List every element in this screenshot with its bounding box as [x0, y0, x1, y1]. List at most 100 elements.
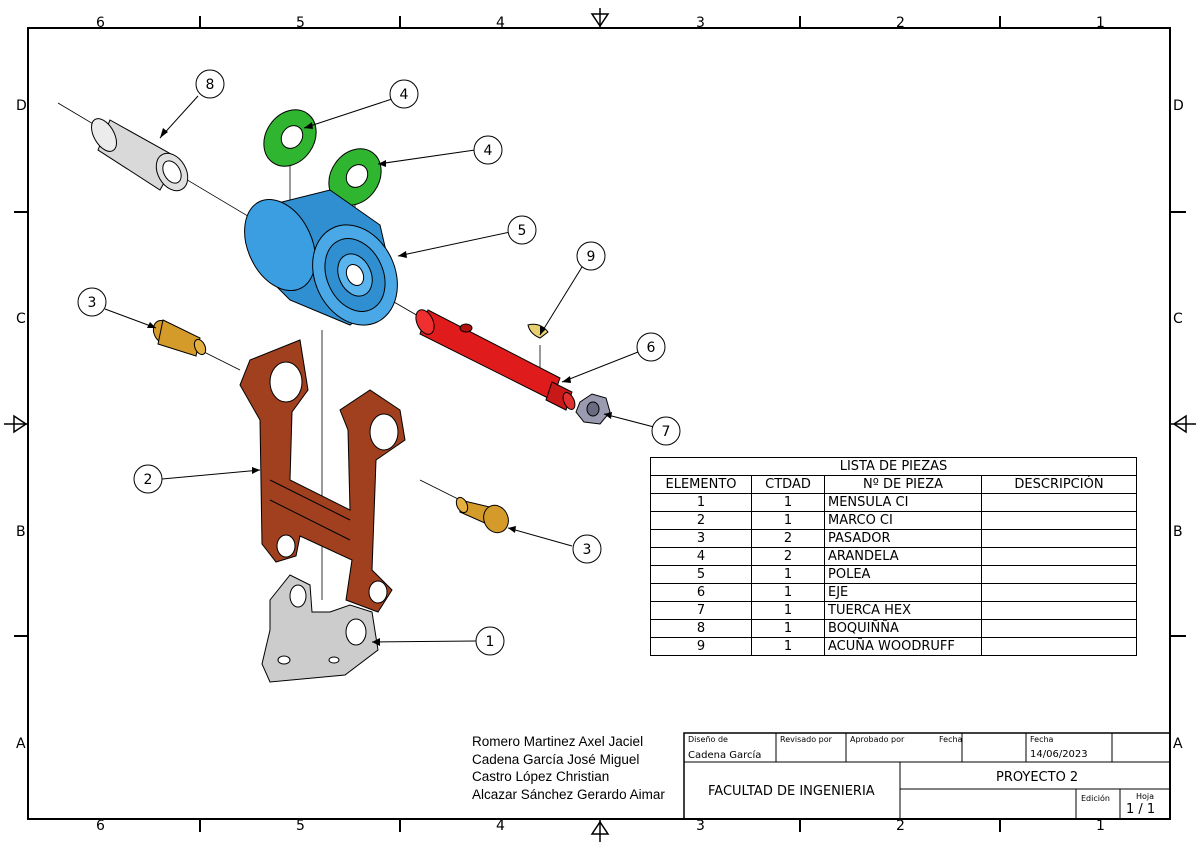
- balloon-number: 7: [662, 424, 671, 440]
- leader-arrowheads: [147, 122, 612, 646]
- designed-by-label: Diseño de: [688, 735, 728, 744]
- zone-label-bottom-4: 4: [496, 818, 505, 834]
- parts-list-title: LISTA DE PIEZAS: [650, 457, 1137, 476]
- zone-ticks: [14, 16, 1186, 832]
- pin-part-3-a: [152, 319, 207, 357]
- organization-name: FACULTAD DE INGENIERIA: [708, 784, 875, 799]
- designed-by-value: Cadena García: [688, 750, 762, 761]
- item-balloon: 4: [473, 135, 503, 165]
- row-item: 6: [650, 583, 752, 602]
- date-label-1: Fecha: [939, 735, 963, 744]
- zone-label-right-d: D: [1173, 98, 1184, 114]
- zone-label-bottom-5: 5: [296, 818, 305, 834]
- zone-label-top-2: 2: [896, 15, 905, 31]
- row-item: 1: [650, 493, 752, 512]
- balloon-number: 3: [88, 295, 97, 311]
- approved-by-label: Aprobado por: [850, 735, 905, 744]
- row-description: [981, 547, 1137, 566]
- row-item: 9: [650, 637, 752, 656]
- row-qty: 2: [751, 529, 825, 548]
- header-description: DESCRIPCIÓN: [981, 475, 1137, 494]
- balloon-number: 2: [144, 472, 153, 488]
- row-item: 7: [650, 601, 752, 620]
- item-balloon: 1: [475, 626, 505, 656]
- row-part: POLEA: [824, 565, 982, 584]
- row-part: ARANDELA: [824, 547, 982, 566]
- row-description: [981, 529, 1137, 548]
- header-qty: CTDAD: [751, 475, 825, 494]
- row-qty: 1: [751, 619, 825, 638]
- item-balloon: 5: [507, 215, 537, 245]
- header-item: ELEMENTO: [650, 475, 752, 494]
- washer-part-4-a: [263, 109, 317, 167]
- leader-lines: [104, 95, 655, 643]
- header-part: Nº DE PIEZA: [824, 475, 982, 494]
- item-balloon: 9: [576, 241, 606, 271]
- zone-label-bottom-3: 3: [696, 818, 705, 834]
- author-name: Castro López Christian: [472, 769, 610, 784]
- row-item: 2: [650, 511, 752, 530]
- zone-label-right-b: B: [1173, 524, 1183, 540]
- zone-label-left-b: B: [16, 524, 26, 540]
- row-item: 4: [650, 547, 752, 566]
- item-balloon: 6: [636, 332, 666, 362]
- pulley-part-5: [244, 189, 398, 326]
- project-name: PROYECTO 2: [996, 770, 1079, 785]
- title-block: [683, 732, 1171, 820]
- row-item: 5: [650, 565, 752, 584]
- author-name: Alcazar Sánchez Gerardo Aimar: [472, 786, 665, 802]
- row-qty: 1: [751, 511, 825, 530]
- reviewed-by-label: Revisado por: [780, 735, 832, 744]
- row-qty: 2: [751, 547, 825, 566]
- zone-label-top-4: 4: [496, 15, 505, 31]
- row-part: ACUÑA WOODRUFF: [824, 637, 982, 656]
- item-balloon: 3: [77, 287, 107, 317]
- row-part: MARCO CI: [824, 511, 982, 530]
- parts-list-header: ELEMENTO CTDAD Nº DE PIEZA DESCRIPCIÓN: [650, 475, 1137, 494]
- balloon-number: 4: [400, 87, 409, 103]
- zone-label-left-a: A: [16, 736, 26, 752]
- author-name: Cadena García José Miguel: [472, 751, 640, 767]
- balloon-number: 9: [587, 249, 596, 265]
- row-part: TUERCA HEX: [824, 601, 982, 620]
- balloon-number: 8: [206, 77, 215, 93]
- zone-label-bottom-1: 1: [1096, 818, 1105, 834]
- pin-part-3-b: [455, 496, 509, 534]
- bracket-part-2: [239, 339, 406, 613]
- zone-label-top-1: 1: [1096, 15, 1105, 31]
- item-balloon: 2: [133, 464, 163, 494]
- shaft-part-6: [415, 309, 576, 411]
- item-balloon: 8: [195, 69, 225, 99]
- row-qty: 1: [751, 565, 825, 584]
- balloon-number: 6: [647, 340, 656, 356]
- balloon-number: 3: [583, 542, 592, 558]
- row-qty: 1: [751, 493, 825, 512]
- balloon-number: 1: [486, 634, 495, 650]
- row-description: [981, 637, 1137, 656]
- item-balloon: 4: [389, 79, 419, 109]
- row-part: PASADOR: [824, 529, 982, 548]
- edition-label: Edición: [1081, 794, 1110, 803]
- balloon-layer: 8 4 4 5 9 3 6 7 2 3 1: [77, 69, 681, 656]
- zone-label-left-c: C: [16, 311, 26, 327]
- zone-label-right-a: A: [1173, 736, 1183, 752]
- row-description: [981, 565, 1137, 584]
- zone-label-top-6: 6: [96, 15, 105, 31]
- zone-label-bottom-6: 6: [96, 818, 105, 834]
- row-item: 3: [650, 529, 752, 548]
- row-part: MENSULA CI: [824, 493, 982, 512]
- parts-list-table: LISTA DE PIEZAS ELEMENTO CTDAD Nº DE PIE…: [650, 457, 1137, 656]
- item-balloon: 3: [572, 534, 602, 564]
- author-name: Romero Martinez Axel Jaciel: [472, 734, 644, 749]
- bushing-part-8: [91, 118, 189, 192]
- authors-list: Romero Martinez Axel Jaciel Cadena Garcí…: [472, 733, 665, 803]
- centering-marks: [4, 8, 1196, 842]
